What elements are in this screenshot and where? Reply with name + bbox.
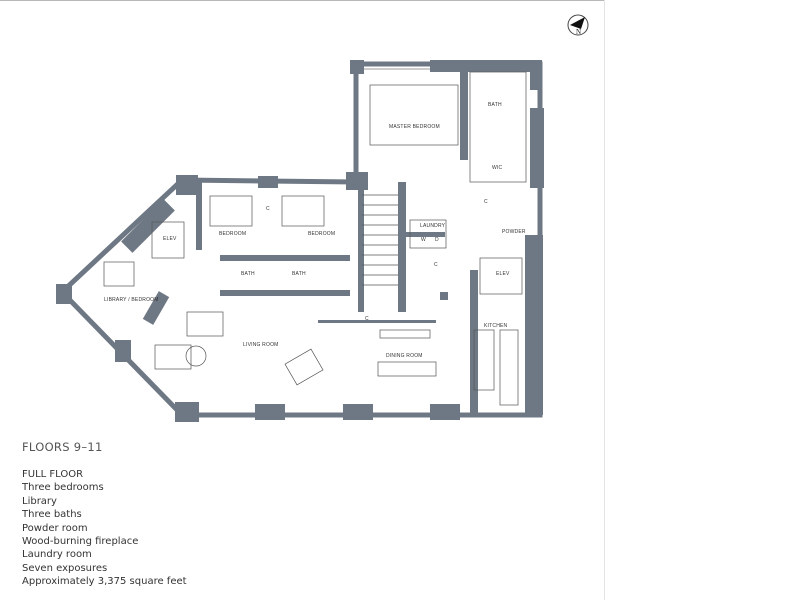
- compass-label: N: [576, 28, 581, 36]
- feature-item: Wood-burning fireplace: [22, 536, 139, 548]
- label-closet: C: [266, 206, 270, 212]
- label-powder: POWDER: [502, 229, 526, 235]
- label-elev-left: ELEV: [163, 236, 177, 242]
- label-washer: W: [421, 237, 426, 243]
- label-kitchen: KITCHEN: [484, 323, 508, 329]
- floor-plan: N MASTER BEDROOM BATH WIC BEDROOM: [56, 14, 589, 422]
- interior-lines: [103, 71, 527, 406]
- label-living-room: LIVING ROOM: [243, 342, 279, 348]
- wall-piers: [56, 60, 544, 422]
- label-laundry: LAUNDRY: [420, 223, 446, 229]
- label-bath-1: BATH: [241, 271, 255, 277]
- north-arrow-icon: [570, 17, 585, 29]
- label-elev-right: ELEV: [496, 271, 510, 277]
- label-master-bedroom: MASTER BEDROOM: [389, 124, 440, 130]
- label-wic: WIC: [492, 165, 503, 171]
- floors-title: FLOORS 9–11: [22, 440, 103, 454]
- feature-item: Seven exposures: [22, 562, 108, 574]
- label-bedroom-1: BEDROOM: [219, 231, 246, 237]
- frame-top-border: [0, 0, 604, 1]
- frame-right-border: [604, 0, 605, 600]
- label-bedroom-2: BEDROOM: [308, 231, 335, 237]
- label-dryer: D: [435, 237, 439, 243]
- compass: N: [567, 14, 589, 36]
- label-dining-room: DINING ROOM: [386, 353, 423, 359]
- feature-item: FULL FLOOR: [22, 469, 84, 480]
- feature-item: Three bedrooms: [22, 482, 104, 494]
- feature-item: Laundry room: [22, 549, 92, 561]
- label-bath-2: BATH: [292, 271, 306, 277]
- label-library: LIBRARY / BEDROOM: [104, 297, 159, 303]
- floor-info: FLOORS 9–11 FULL FLOOR Three bedrooms Li…: [22, 440, 187, 589]
- label-closet: C: [365, 316, 369, 322]
- feature-item: Three baths: [22, 509, 82, 521]
- label-closet: C: [434, 262, 438, 268]
- label-master-bath: BATH: [488, 102, 502, 108]
- feature-item: Approximately 3,375 square feet: [22, 576, 187, 588]
- feature-item: Library: [22, 495, 57, 507]
- feature-item: Powder room: [22, 522, 88, 534]
- room-labels: MASTER BEDROOM BATH WIC BEDROOM BEDROOM …: [104, 102, 526, 359]
- label-closet: C: [484, 199, 488, 205]
